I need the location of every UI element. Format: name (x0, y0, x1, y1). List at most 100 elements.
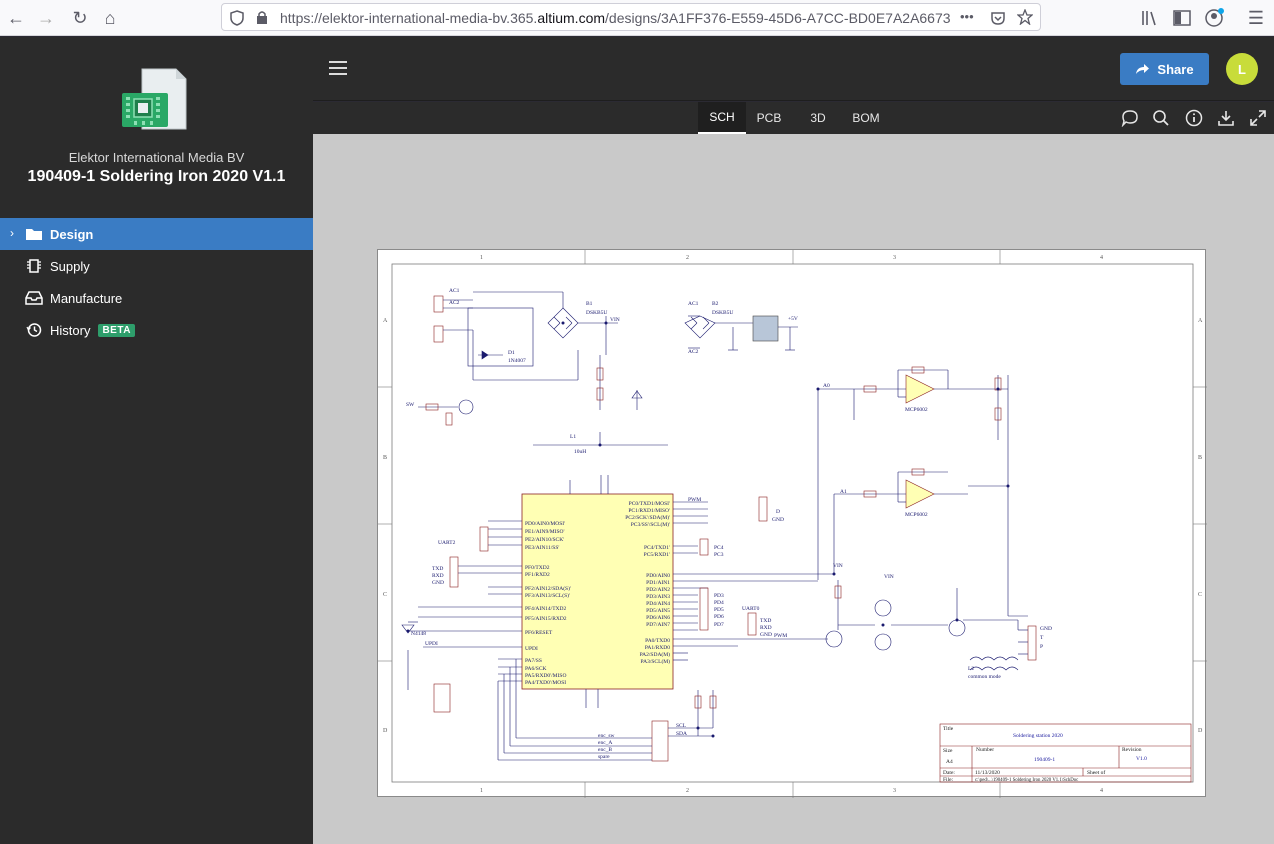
chip-icon (24, 258, 44, 274)
net-label: PD5 (714, 607, 724, 613)
forward-icon[interactable]: → (37, 7, 55, 28)
row-label: A (1198, 318, 1203, 324)
col-label: 4 (1100, 255, 1103, 261)
col-label: 3 (893, 255, 896, 261)
menu-icon[interactable]: ☰ (1247, 7, 1265, 28)
row-label: B (383, 455, 387, 461)
revision-value: V1.0 (1136, 756, 1147, 762)
pin-label: PF4/AIN14/TXD2 (525, 606, 567, 612)
pin-label: PF1/RXD2 (525, 572, 550, 578)
net-label: 10uH (574, 449, 586, 455)
share-button[interactable]: Share (1120, 53, 1209, 85)
net-label: PWM (774, 633, 787, 639)
org-name: Elektor International Media BV (68, 150, 245, 165)
net-label: UART0 (742, 606, 760, 612)
net-label: VIN (884, 574, 894, 580)
schematic-viewer[interactable]: 1 2 3 4 1 2 3 4 A B C D A B C D (313, 134, 1274, 844)
pin-label: PE2/AIN10/SCK' (525, 537, 564, 543)
pin-label: PF5/AIN15/RXD2 (525, 616, 567, 622)
pin-label: PC4/TXD1' (644, 545, 670, 551)
comment-icon[interactable] (1121, 109, 1139, 127)
net-label: AC2 (688, 349, 699, 355)
pin-label: PF2/AIN12/SDA(S)' (525, 585, 571, 592)
net-label: TXD (432, 566, 443, 572)
pocket-icon[interactable] (990, 10, 1006, 26)
col-label: 3 (893, 788, 896, 794)
download-icon[interactable] (1217, 109, 1235, 127)
fullscreen-icon[interactable] (1249, 109, 1267, 127)
hamburger-menu-icon[interactable] (329, 61, 347, 75)
library-icon[interactable] (1141, 9, 1159, 27)
pin-label: PE3/AIN11/SS' (525, 545, 559, 551)
pin-label: PC1/RXD1/MISO' (628, 508, 670, 514)
net-label: VIN (610, 317, 620, 323)
sidebar-item-history[interactable]: History BETA (0, 314, 313, 346)
app-header: Share L (313, 37, 1274, 101)
pin-label: PA3/SCL(M) (641, 658, 671, 665)
pin-label: PA2/SDA(M) (640, 651, 671, 658)
col-label: 2 (686, 788, 689, 794)
net-label: GND (1040, 626, 1052, 632)
row-label: C (1198, 592, 1202, 598)
back-icon[interactable]: ← (7, 7, 25, 28)
schematic-sheet[interactable]: 1 2 3 4 1 2 3 4 A B C D A B C D (377, 249, 1207, 798)
sidebar-item-label: Supply (50, 258, 90, 274)
net-label: T (1040, 635, 1044, 641)
tray-icon (24, 290, 44, 306)
net-label: TXD (760, 618, 771, 624)
file-value: c:\ped\...\190409-1 Soldering Iron 2020 … (975, 778, 1078, 783)
net-label: AC2 (449, 300, 460, 306)
sidebar-item-design[interactable]: › Design (0, 218, 313, 250)
account-icon[interactable] (1205, 8, 1225, 28)
date-label: Date: (943, 770, 955, 776)
tab-pcb[interactable]: PCB (756, 111, 782, 125)
tab-bom[interactable]: BOM (852, 111, 880, 125)
col-label: 2 (686, 255, 689, 261)
reload-icon[interactable]: ↻ (72, 7, 88, 28)
sidebar-item-manufacture[interactable]: Manufacture (0, 282, 313, 314)
tab-3d[interactable]: 3D (810, 111, 826, 125)
tab-sch[interactable]: SCH (698, 102, 746, 134)
page-actions-icon[interactable]: ••• (960, 9, 974, 24)
search-icon[interactable] (1152, 109, 1170, 127)
url-bar[interactable]: https://elektor-international-media-bv.3… (221, 3, 1041, 31)
net-label: common mode (968, 674, 1001, 680)
lock-icon[interactable] (256, 10, 268, 25)
col-label: 4 (1100, 788, 1103, 794)
net-label: GND (760, 632, 772, 638)
home-icon[interactable]: ⌂ (104, 7, 116, 28)
col-label: 1 (480, 255, 483, 261)
pin-label: PC2/SCK'/SDA(M)' (625, 514, 670, 521)
pin-label: PD5/AIN5 (646, 608, 670, 614)
net-label: GND (432, 580, 444, 586)
url-text[interactable]: https://elektor-international-media-bv.3… (280, 10, 951, 26)
history-icon (24, 322, 44, 338)
pin-label: PD3/AIN3 (646, 594, 670, 600)
net-label: AC1 (449, 288, 460, 294)
row-label: D (1198, 728, 1203, 734)
sidebar-toggle-icon[interactable] (1173, 9, 1191, 27)
number-label: Number (976, 747, 994, 753)
net-label: B2 (712, 301, 719, 307)
user-avatar[interactable]: L (1226, 53, 1258, 85)
project-logo (120, 67, 190, 137)
pin-label: PD4/AIN4 (646, 601, 670, 607)
net-label: MCP6002 (905, 407, 928, 413)
pin-label: PF0/TXD2 (525, 565, 550, 571)
pin-label: PE1/AIN9/MISO' (525, 529, 565, 535)
shield-icon[interactable] (230, 10, 244, 26)
net-label: RXD (760, 625, 772, 631)
net-label: PC3 (714, 552, 724, 558)
net-label: enc_sw (598, 733, 615, 739)
net-label: L1 (570, 434, 576, 440)
net-label: UPDI (425, 641, 438, 647)
pin-label: PA1/RXD0 (645, 645, 670, 651)
bookmark-star-icon[interactable] (1017, 9, 1033, 25)
sidebar-item-supply[interactable]: Supply (0, 250, 313, 282)
pin-label: PC3/SS'/SCL(M)' (631, 521, 670, 528)
net-label: VIN (833, 563, 843, 569)
net-label: GND (772, 517, 784, 523)
sidebar-item-label: Manufacture (50, 290, 123, 306)
info-icon[interactable] (1185, 109, 1203, 127)
pin-label: PD0/AIN0/MOSI' (525, 521, 565, 527)
